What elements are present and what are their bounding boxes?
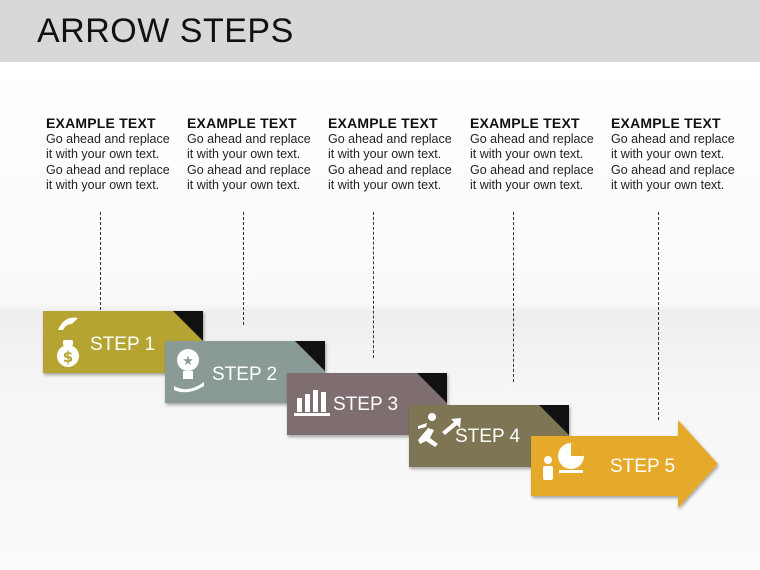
note-2: EXAMPLE TEXT Go ahead and replace it wit… <box>187 115 317 193</box>
leader-line-4 <box>513 212 514 382</box>
step-1-label: STEP 1 <box>90 334 155 355</box>
runner-arrow-icon <box>418 413 461 447</box>
leader-line-3 <box>373 212 374 358</box>
leader-line-2 <box>243 212 244 325</box>
step-3-label: STEP 3 <box>333 394 398 415</box>
note-body: Go ahead and replace it with your own te… <box>187 132 311 192</box>
note-heading: EXAMPLE TEXT <box>187 115 297 131</box>
note-heading: EXAMPLE TEXT <box>328 115 438 131</box>
step-4-label: STEP 4 <box>455 426 521 447</box>
note-1: EXAMPLE TEXT Go ahead and replace it wit… <box>46 115 176 193</box>
note-heading: EXAMPLE TEXT <box>611 115 721 131</box>
svg-text:★: ★ <box>182 354 194 369</box>
step-5-arrow: STEP 5 <box>531 420 718 508</box>
step-2-block: ★ STEP 2 <box>165 341 325 403</box>
page-title: ARROW STEPS <box>37 12 294 50</box>
note-heading: EXAMPLE TEXT <box>470 115 580 131</box>
note-3: EXAMPLE TEXT Go ahead and replace it wit… <box>328 115 458 193</box>
step-2-label: STEP 2 <box>212 364 277 385</box>
note-body: Go ahead and replace it with your own te… <box>46 132 170 192</box>
bar-chart-icon <box>294 390 330 416</box>
svg-text:$: $ <box>63 348 73 366</box>
note-body: Go ahead and replace it with your own te… <box>611 132 735 192</box>
note-body: Go ahead and replace it with your own te… <box>328 132 452 192</box>
leader-line-1 <box>100 212 101 310</box>
step-5-label: STEP 5 <box>610 456 675 477</box>
money-bag-hand-icon: $ <box>57 317 79 367</box>
note-5: EXAMPLE TEXT Go ahead and replace it wit… <box>611 115 741 193</box>
lightbulb-hand-icon: ★ <box>174 349 204 393</box>
note-4: EXAMPLE TEXT Go ahead and replace it wit… <box>470 115 600 193</box>
leader-line-5 <box>658 212 659 420</box>
note-body: Go ahead and replace it with your own te… <box>470 132 594 192</box>
presenter-pie-icon <box>543 443 584 480</box>
note-heading: EXAMPLE TEXT <box>46 115 156 131</box>
header-bar <box>0 0 760 62</box>
